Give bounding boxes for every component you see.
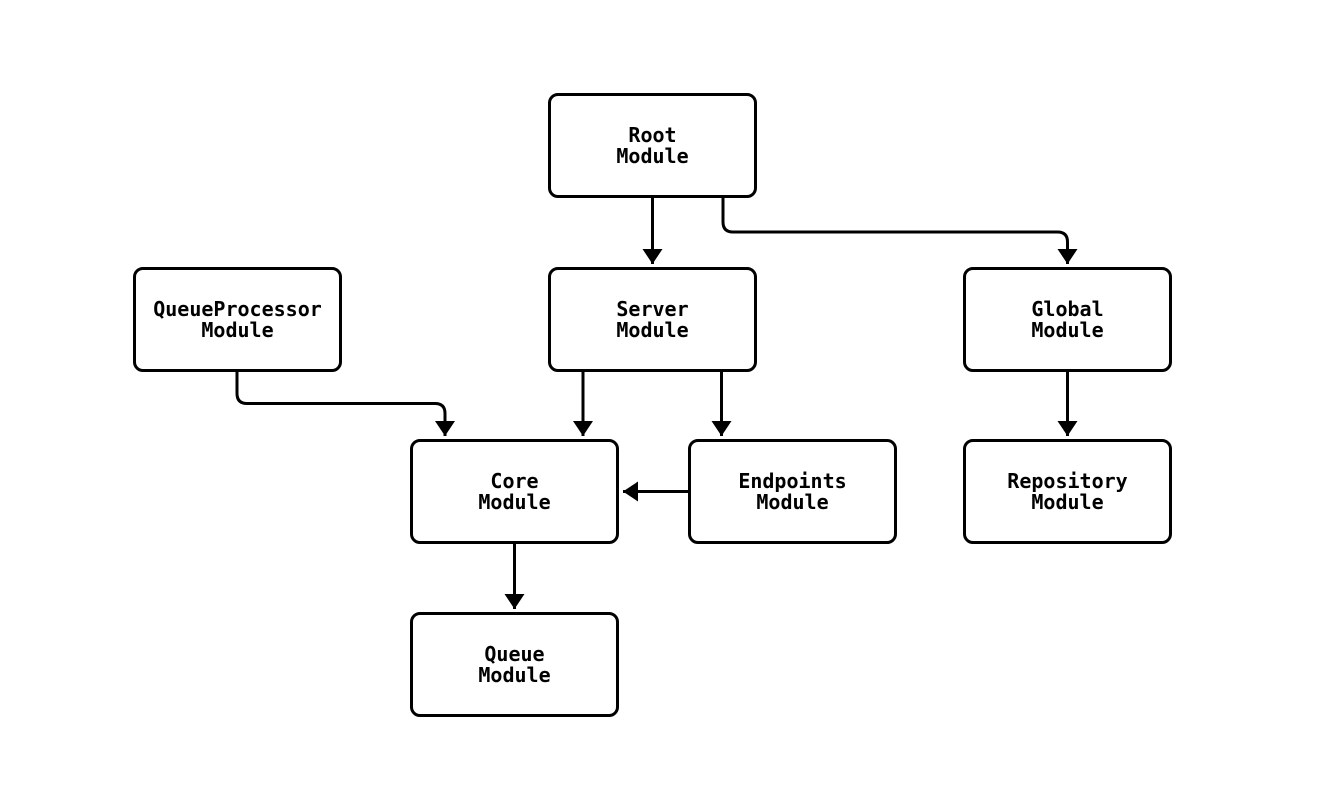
node-label: Repository [1007,468,1128,493]
node-label: Queue [484,641,545,666]
node-label: Module [1031,489,1104,514]
node-label: Endpoints [738,468,847,493]
node-label: Module [756,489,829,514]
node-queue-module: Queue Module [410,612,619,717]
node-root-module: Root Module [548,93,757,198]
node-label: Root [628,122,677,147]
node-label: Global [1031,296,1104,321]
node-label: Server [616,296,689,321]
node-label: QueueProcessor [153,296,322,321]
node-queueprocessor-module: QueueProcessor Module [133,267,342,372]
node-label: Module [616,317,689,342]
edge-root-to-global [721,198,1078,264]
node-repository-module: Repository Module [963,439,1172,544]
node-global-module: Global Module [963,267,1172,372]
node-label: Module [478,662,551,687]
node-label: Module [616,143,689,168]
edge-queueprocessor-to-core [235,372,455,436]
node-endpoints-module: Endpoints Module [688,439,897,544]
node-server-module: Server Module [548,267,757,372]
node-label: Module [201,317,274,342]
node-label: Core [490,468,539,493]
node-core-module: Core Module [410,439,619,544]
node-label: Module [1031,317,1104,342]
node-label: Module [478,489,551,514]
